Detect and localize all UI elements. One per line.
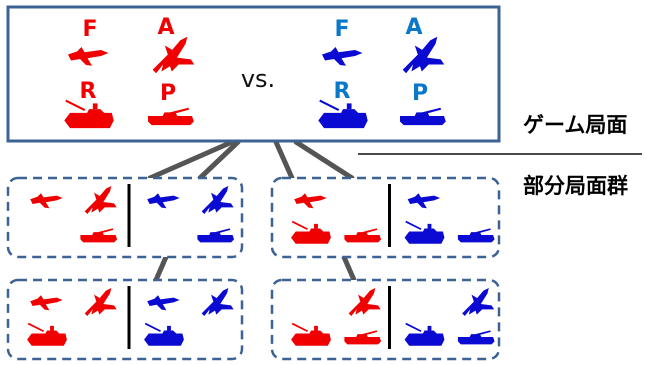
connector-line xyxy=(273,139,295,181)
red-attacker-label: A xyxy=(157,15,174,40)
subgame-panel xyxy=(270,176,501,259)
subgame-group xyxy=(6,176,501,361)
subgame-panel xyxy=(270,278,501,361)
connector-line xyxy=(153,254,169,283)
connectors xyxy=(147,139,357,283)
subgame-panel xyxy=(6,176,244,259)
game-state-label: ゲーム局面 xyxy=(523,113,627,137)
red-recon-label: R xyxy=(80,79,97,104)
subgame-group-label: 部分局面群 xyxy=(523,174,628,198)
blue-tank-label: P xyxy=(412,81,428,106)
red-tank-label: P xyxy=(160,81,176,106)
connector-line xyxy=(147,139,235,181)
subgame-frame xyxy=(270,278,501,361)
connector-line xyxy=(197,139,241,181)
subgame-panel xyxy=(6,278,244,361)
subgame-frame xyxy=(6,176,244,259)
blue-recon-label: R xyxy=(334,79,351,104)
main-game-panel: F A R P vs. F A R P xyxy=(6,5,501,143)
subgame-frame xyxy=(270,176,501,259)
connector-line xyxy=(293,139,355,181)
subgame-frame xyxy=(6,278,244,361)
blue-attacker-label: A xyxy=(405,15,422,40)
connector-line xyxy=(341,254,357,283)
vs-label: vs. xyxy=(241,65,275,93)
blue-fighter-label: F xyxy=(334,17,349,42)
red-fighter-label: F xyxy=(82,17,97,42)
